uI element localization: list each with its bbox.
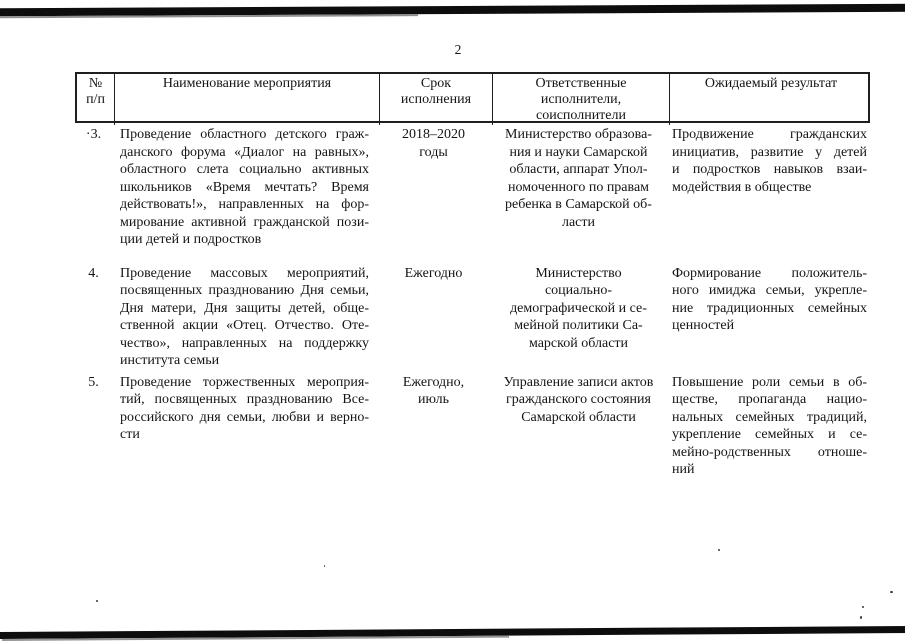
event-term-cell: Ежегодно <box>377 265 490 370</box>
event-result-cell: Продвижение гражданских инициатив, развит… <box>667 126 870 249</box>
text-line: Продвижение гражданских <box>672 127 867 142</box>
text-line: демографической и се- <box>510 300 647 316</box>
text-line: марской области <box>528 335 629 351</box>
event-name-cell: Проведение торжественных мероприя-тий, п… <box>112 374 377 479</box>
text-line: мейной политики Са- <box>514 318 643 333</box>
text-line: Ежегодно, <box>402 374 465 390</box>
text-line: исполнения <box>400 92 472 108</box>
text-line: Самарской области <box>521 409 636 425</box>
text-line: сти <box>120 427 140 442</box>
table-row: 4. Проведение массовых мероприятий, посвя… <box>75 265 870 370</box>
scan-edge-bottom <box>0 625 905 640</box>
text-line: соисполнители <box>535 108 626 124</box>
header-event-name: Наименование мероприятия <box>114 74 379 125</box>
text-line: 2018–2020 <box>402 127 465 142</box>
text-line: ществе, пропаганда нацио- <box>672 392 867 407</box>
text-line: социально- <box>544 283 613 298</box>
text-line: школьников «Время мечтать? Время <box>120 179 369 195</box>
text-line: Ответственные <box>535 76 627 91</box>
text-line: Ожидаемый результат <box>704 76 838 91</box>
scan-speck <box>860 616 862 619</box>
text-line: Министерство образова- <box>505 127 652 142</box>
text-line: ции детей и подростков <box>120 232 262 247</box>
text-line: нальных семейных традиций, <box>672 409 867 425</box>
row-number: 4. <box>88 265 99 281</box>
table-row: 5. Проведение торжественных мероприя-тий… <box>75 374 870 479</box>
text-line: ния и науки Самарской <box>509 144 648 160</box>
text-line: чество», направленных на поддержку <box>120 335 369 351</box>
event-responsible-cell: Управление записи актов гражданского сост… <box>490 374 667 479</box>
event-term-cell: Ежегодно, июль <box>377 374 490 479</box>
table-row: ·3. Проведение областного детского граж-… <box>75 126 870 249</box>
text-line: Ежегодно <box>404 265 463 281</box>
text-line: Проведение массовых мероприятий, <box>120 265 369 281</box>
event-term-cell: 2018–2020 годы <box>377 126 490 249</box>
scan-speck <box>718 549 720 551</box>
text-line: исполнители, <box>540 92 622 108</box>
text-line: Управление записи актов <box>503 374 654 390</box>
text-line: июль <box>418 392 449 407</box>
scan-speck <box>862 606 864 608</box>
text-line: ласти <box>561 214 596 230</box>
row-number: 5. <box>88 374 99 390</box>
text-line: мейно-родственных отноше- <box>672 444 867 460</box>
scan-edge-top <box>0 3 905 17</box>
text-line: гражданского состояния <box>506 392 651 407</box>
text-line: Срок <box>420 76 452 91</box>
text-line: Министерство <box>535 265 622 281</box>
text-line: ственной акции «Отец. Отчество. Оте- <box>120 318 369 333</box>
text-line: номоченного по правам <box>507 179 650 195</box>
text-line: Повышение роли семьи в об- <box>672 374 867 390</box>
text-line: ребенка в Самарской об- <box>505 197 652 212</box>
text-line: действовать!», направленных на фор- <box>120 197 369 212</box>
text-line: укрепление семейных и се- <box>672 427 867 442</box>
text-line: российского дня семьи, любви и верно- <box>120 409 369 425</box>
text-line: ценностей <box>672 318 735 333</box>
event-result-cell: Формирование положитель-ного имиджа семь… <box>667 265 870 370</box>
scan-speck <box>890 591 893 593</box>
text-line: области, аппарат Упол- <box>509 162 648 177</box>
text-line: и подростков навыков взаи- <box>672 162 867 177</box>
event-responsible-cell: Министерство социально-демографической и … <box>490 265 667 370</box>
text-line: ний <box>672 462 695 477</box>
text-line: института семьи <box>120 353 220 368</box>
page-number: 2 <box>454 42 462 57</box>
header-expected-result: Ожидаемый результат <box>669 74 872 125</box>
text-line: инициатив, развитие у детей <box>672 144 867 160</box>
text-line: областного слета социально активных <box>120 162 369 177</box>
event-name-cell: Проведение массовых мероприятий, посвящен… <box>112 265 377 370</box>
text-line: Формирование положитель- <box>672 265 867 281</box>
event-responsible-cell: Министерство образова-ния и науки Самарс… <box>490 126 667 249</box>
scan-speck <box>324 565 325 567</box>
text-line: Дня матери, Дня защиты детей, обще- <box>120 300 369 316</box>
event-name-cell: Проведение областного детского граж-данс… <box>112 126 377 249</box>
text-line: модействия в обществе <box>672 179 812 195</box>
text-line: ного имиджа семьи, укрепле- <box>672 283 867 298</box>
text-line: годы <box>419 144 448 160</box>
text-line: посвященных празднованию Дня семьи, <box>120 283 369 298</box>
text-line: мирование активной гражданской пози- <box>120 214 369 230</box>
text-line: Проведение областного детского граж- <box>120 127 369 142</box>
scan-speck <box>96 600 98 602</box>
text-line: данского форума «Диалог на равных», <box>120 144 369 160</box>
event-result-cell: Повышение роли семьи в об-ществе, пропаг… <box>667 374 870 479</box>
row-number: ·3. <box>85 127 102 142</box>
text-line: Проведение торжественных мероприя- <box>120 374 369 390</box>
text-line: ние традиционных семейных <box>672 300 867 316</box>
text-line: тий, посвященных празднованию Все- <box>120 392 369 407</box>
text-line: п/п <box>86 92 105 108</box>
text-line: Наименование мероприятия <box>162 76 332 91</box>
text-line: № <box>88 76 103 91</box>
